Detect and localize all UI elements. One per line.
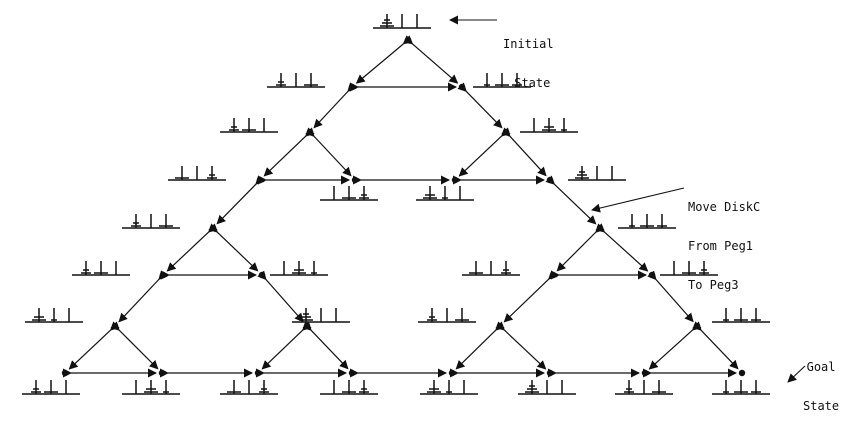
peg-state-icon (168, 166, 226, 181)
edge-top-r1 (403, 35, 459, 84)
node-l3a (256, 176, 264, 184)
node-l6c (496, 322, 504, 330)
move-label-line-1: Move DiskC (688, 200, 761, 214)
edge-l3a-l4a (216, 175, 265, 225)
node-b2 (158, 369, 166, 377)
edge-l6a-b1 (68, 321, 120, 370)
peg-state-icon (568, 166, 626, 181)
edge-l5d-l6d (647, 270, 694, 323)
state-graph (22, 14, 806, 395)
node-b6 (546, 369, 554, 377)
node-l3b (351, 176, 359, 184)
goal-state-label: Goal State (803, 335, 839, 439)
peg-state-icon (320, 380, 378, 395)
peg-state-icon (416, 186, 474, 201)
edge-l2a-l3a (263, 127, 315, 177)
peg-state-icon (270, 261, 328, 276)
edge-l1-l2a (313, 82, 357, 129)
node-r1 (458, 83, 466, 91)
edge-top-l1 (355, 35, 413, 84)
goal-label-line-2: State (803, 399, 840, 413)
peg-state-icon (518, 380, 576, 395)
peg-state-icon (418, 308, 476, 323)
peg-state-icon (520, 118, 578, 133)
initial-state-label: Initial State (503, 12, 554, 116)
node-b3 (254, 369, 262, 377)
edge-l6a-b2 (110, 321, 159, 370)
node-b4 (348, 369, 356, 377)
peg-state-icon (373, 14, 431, 29)
edge-l6d-b8 (692, 321, 739, 370)
peg-state-icon (660, 261, 718, 276)
node-l2a (306, 128, 314, 136)
edge-l2b-l3d (501, 127, 547, 177)
move-pointer-arrow (591, 187, 685, 213)
initial-label-line-1: Initial (503, 37, 554, 51)
edge-l6b-b3 (261, 321, 312, 370)
move-label-line-3: To Peg3 (688, 278, 739, 292)
edge-l6b-b4 (302, 321, 349, 370)
node-l3c (451, 176, 459, 184)
peg-state-icon (22, 380, 80, 395)
edge-l3d-l4b (545, 175, 597, 225)
peg-state-icon (618, 214, 676, 229)
node-l6a (111, 322, 119, 330)
edge-l4a-l5a (166, 223, 218, 272)
edge-l6d-b7 (648, 321, 702, 370)
move-annotation-label: Move DiskC From Peg1 To Peg3 (688, 175, 760, 318)
edge-l4a-l5b (208, 223, 259, 272)
peg-state-icon (122, 380, 180, 395)
node-l6b (303, 322, 311, 330)
initial-label-line-2: State (514, 76, 551, 90)
edge-l6c-b6 (495, 321, 547, 370)
edge-l5a-l6a (118, 270, 168, 323)
peg-state-icon (712, 308, 770, 323)
peg-state-icon (122, 214, 180, 229)
peg-state-icon (420, 380, 478, 395)
edge-l5b-l6b (257, 270, 304, 323)
goal-pointer-arrow (787, 365, 806, 383)
peg-state-icon (220, 380, 278, 395)
peg-state-icon (220, 118, 278, 133)
node-l1 (348, 83, 356, 91)
peg-state-icon (72, 261, 130, 276)
peg-state-icon (712, 380, 770, 395)
peg-state-icon (320, 186, 378, 201)
peg-state-icon (462, 261, 520, 276)
goal-label-line-1: Goal (806, 360, 836, 374)
edge-l4b-l5d (595, 223, 649, 272)
node-l5a (159, 271, 167, 279)
edge-l2a-l3b (305, 127, 352, 177)
node-l3d (546, 176, 554, 184)
node-l2b (502, 128, 510, 136)
node-top (404, 36, 412, 44)
node-l5d (648, 271, 656, 279)
edge-l5c-l6c (503, 270, 558, 323)
edge-l4b-l5c (556, 223, 605, 272)
node-b7 (641, 369, 649, 377)
node-l4b (596, 224, 604, 232)
peg-state-icon (267, 73, 325, 88)
node-l6d (693, 322, 701, 330)
node-l5b (258, 271, 266, 279)
node-b5 (448, 369, 456, 377)
state-space-diagram: Initial State Move DiskC From Peg1 To Pe… (22, 12, 839, 413)
peg-state-icon (473, 73, 531, 88)
node-l4a (209, 224, 217, 232)
edge-l6c-b5 (455, 321, 505, 370)
edge-r1-l2b (457, 82, 503, 129)
peg-state-icon (25, 308, 83, 323)
peg-state-icon (615, 380, 673, 395)
move-label-line-2: From Peg1 (688, 239, 754, 253)
node-l5c (549, 271, 557, 279)
node-b1 (61, 369, 69, 377)
peg-state-icon (292, 308, 350, 323)
edge-l2b-l3c (458, 127, 511, 177)
node-b8 (738, 369, 746, 377)
